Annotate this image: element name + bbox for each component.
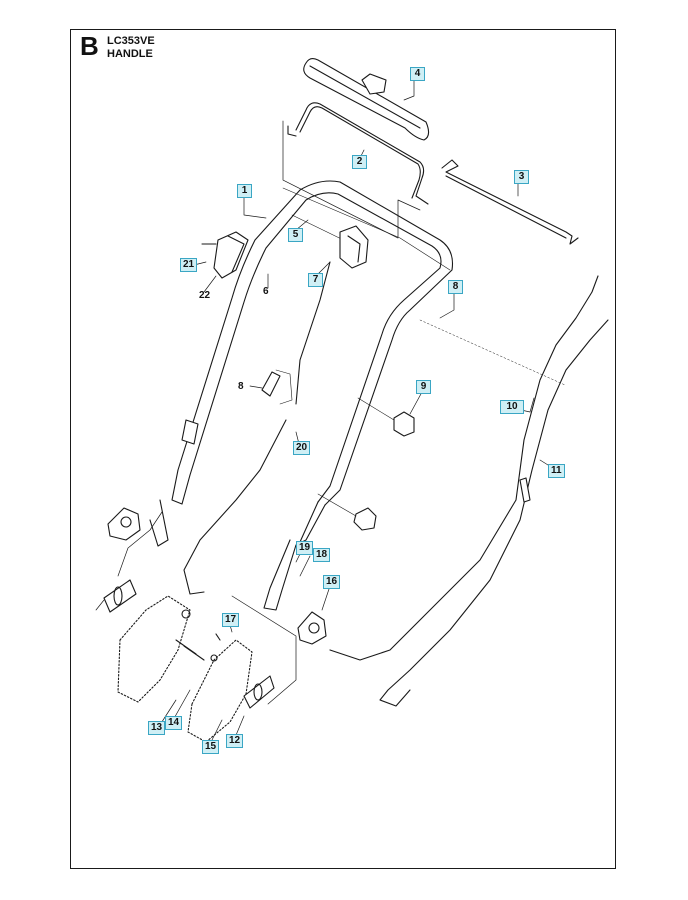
rod-part <box>441 159 579 245</box>
control-bail-part <box>287 102 429 205</box>
cable-clip-lower-part <box>317 493 377 531</box>
callout-8-top: 8 <box>448 280 463 294</box>
callout-1: 1 <box>237 184 252 198</box>
switch-box-part <box>201 231 249 279</box>
callout-20: 20 <box>293 441 311 455</box>
callout-21: 21 <box>180 258 198 272</box>
throttle-cable-part <box>183 261 331 595</box>
model-number: LC353VE <box>107 35 155 47</box>
section-letter: B <box>80 31 99 61</box>
callout-10: 10 <box>500 400 524 414</box>
callout-13: 13 <box>148 721 166 735</box>
cable-clip-9-part <box>357 397 415 437</box>
callout-9: 9 <box>416 380 431 394</box>
callout-15: 15 <box>202 740 220 754</box>
knob-16-part <box>297 611 327 645</box>
top-grip-part <box>303 57 430 141</box>
section-title: HANDLE <box>107 48 153 60</box>
control-block-part <box>339 225 369 269</box>
callout-18: 18 <box>313 548 331 562</box>
label-8-grip: 8 <box>238 381 244 392</box>
callout-17: 17 <box>222 613 240 627</box>
callout-14: 14 <box>165 716 183 730</box>
callout-19: 19 <box>296 541 314 555</box>
bracket-plate-left-part <box>117 595 191 703</box>
callout-5: 5 <box>288 228 303 242</box>
callout-12: 12 <box>226 734 244 748</box>
label-22: 22 <box>199 290 211 301</box>
cables-10-11-part <box>329 275 609 707</box>
grip-tube-part <box>261 369 293 405</box>
callout-4: 4 <box>410 67 425 81</box>
callout-11: 11 <box>548 464 565 478</box>
label-6: 6 <box>263 286 269 297</box>
callout-2: 2 <box>352 155 367 169</box>
page-frame <box>70 29 616 869</box>
main-handle-part <box>149 180 454 611</box>
knob-left-part <box>107 507 141 541</box>
callout-16: 16 <box>323 575 341 589</box>
hardware-part <box>103 579 275 709</box>
callout-3: 3 <box>514 170 529 184</box>
callout-7: 7 <box>308 273 323 287</box>
